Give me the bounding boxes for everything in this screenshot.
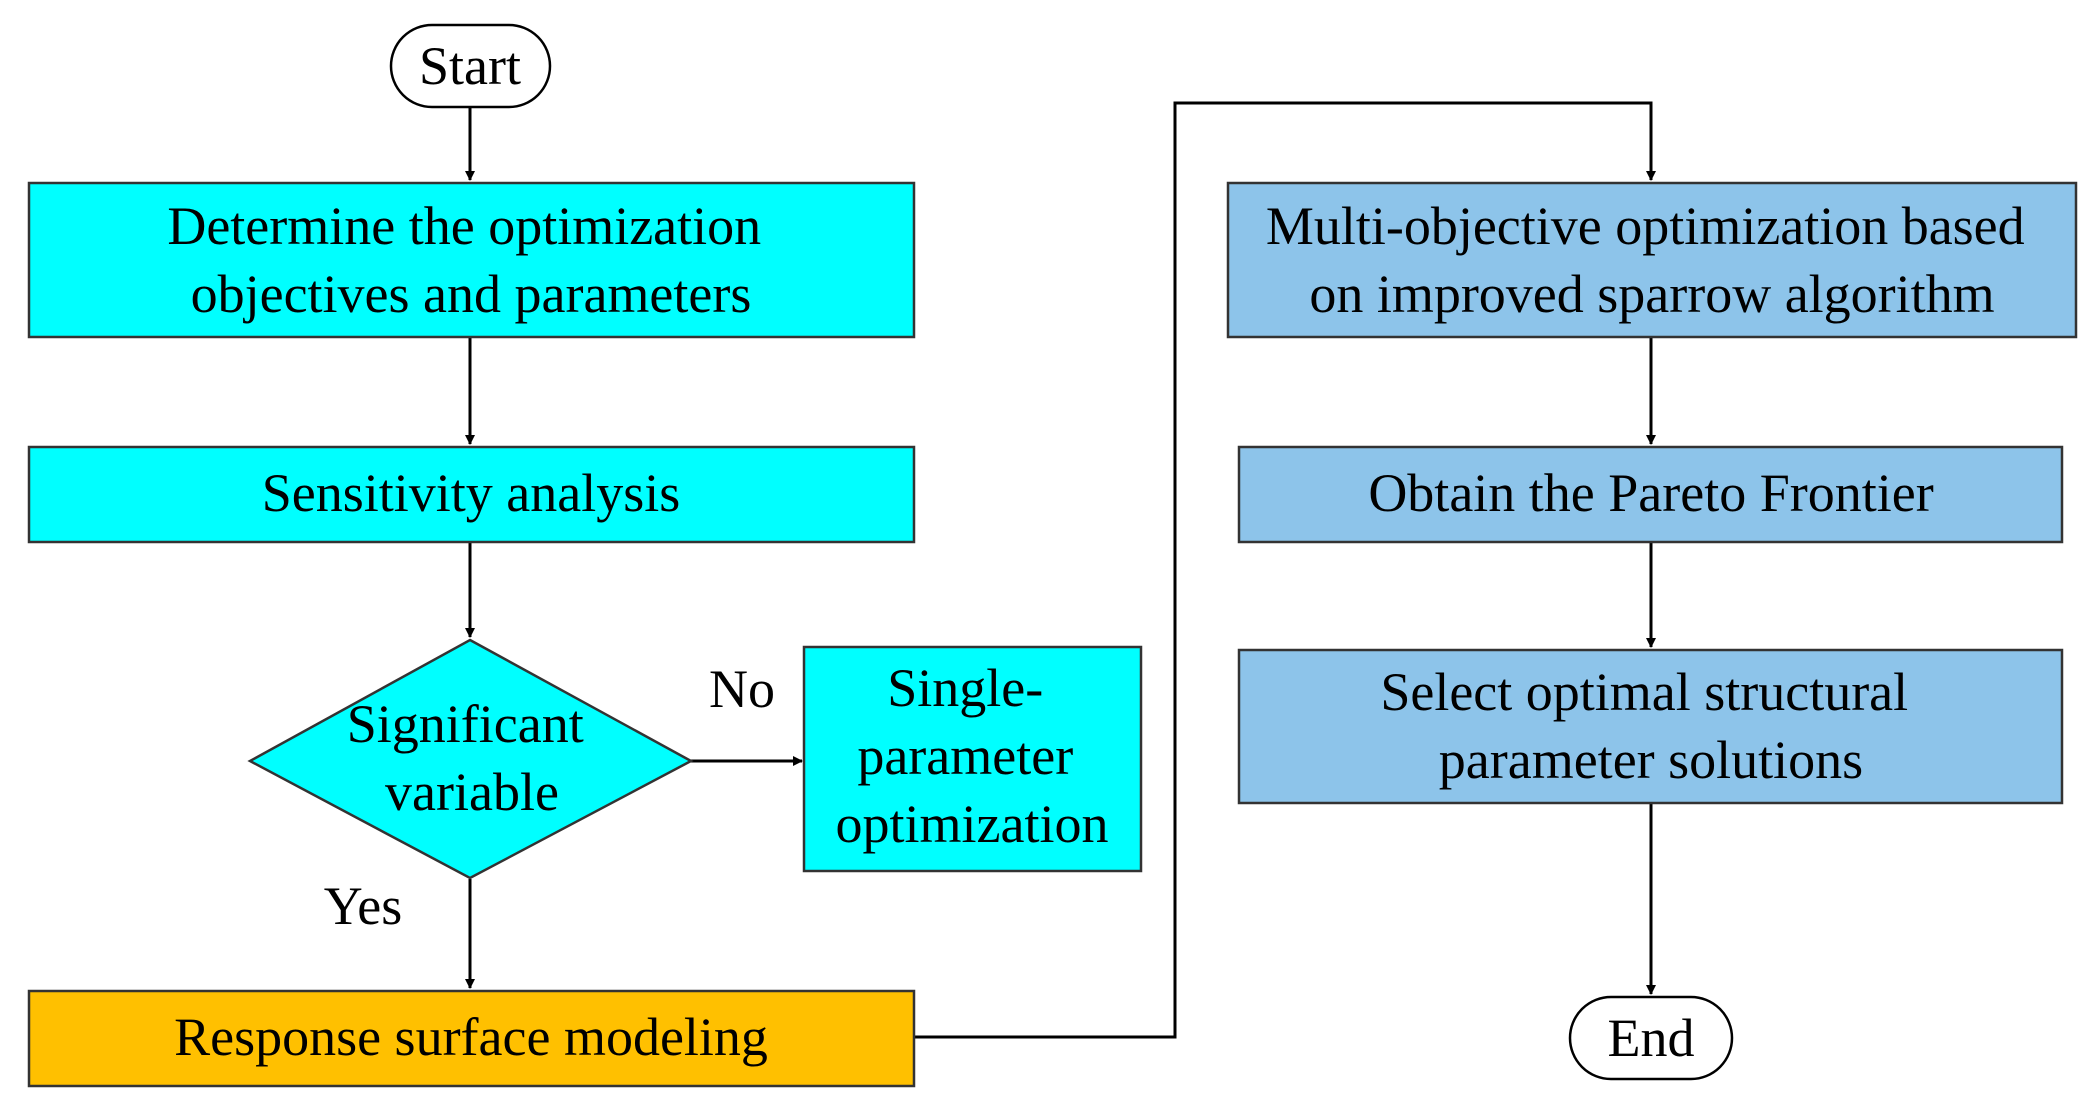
significant-variable-decision: Significant variable	[247, 638, 694, 880]
pareto-label: Obtain the Pareto Frontier	[1368, 463, 1933, 523]
multi-line-1: Multi-objective optimization based	[1266, 196, 2025, 256]
svg-text:Significant variable: Significant variable	[347, 694, 597, 822]
single-line-1: Single-	[887, 658, 1043, 718]
select-line-1: Select optimal structural	[1380, 662, 1908, 722]
yes-label: Yes	[324, 876, 403, 936]
edges	[465, 101, 1656, 1039]
single-line-3: optimization	[836, 794, 1109, 854]
no-label: No	[709, 659, 775, 719]
sensitivity-analysis-node: Sensitivity analysis	[27, 445, 916, 544]
single-parameter-node: Single- parameter optimization	[802, 645, 1143, 873]
response-surface-node: Response surface modeling	[27, 989, 916, 1088]
svg-text:Multi-objective optimization b: Multi-objective optimization based on im…	[1266, 196, 2038, 324]
multi-line-2: on improved sparrow algorithm	[1309, 264, 1994, 324]
multi-objective-node: Multi-objective optimization based on im…	[1226, 181, 2078, 339]
select-line-2: parameter solutions	[1439, 730, 1863, 790]
pareto-frontier-node: Obtain the Pareto Frontier	[1237, 445, 2064, 544]
single-line-2: parameter	[857, 726, 1073, 786]
sensitivity-label: Sensitivity analysis	[262, 463, 681, 523]
determine-line-2: objectives and parameters	[191, 264, 752, 324]
edge-response-to-multi	[913, 101, 1656, 1039]
start-node: Start	[389, 23, 552, 109]
select-solutions-node: Select optimal structural parameter solu…	[1237, 648, 2064, 805]
svg-text:End: End	[1608, 1008, 1695, 1068]
svg-text:Sensitivity analysis: Sensitivity analysis	[262, 463, 681, 523]
decision-line-1: Significant	[347, 694, 584, 754]
svg-text:Determine the optimization: Determine the optimization objectives an…	[167, 196, 774, 324]
svg-text:Start: Start	[419, 36, 521, 96]
end-label: End	[1608, 1008, 1695, 1068]
decision-line-2: variable	[385, 762, 559, 822]
svg-text:Single- parameter: Single- parameter optimization	[836, 658, 1109, 854]
svg-text:Select optimal structural: Select optimal structural parameter solu…	[1380, 662, 1921, 790]
end-node: End	[1568, 995, 1734, 1081]
determine-objectives-node: Determine the optimization objectives an…	[27, 181, 916, 339]
svg-text:Obtain the Pareto Frontier: Obtain the Pareto Frontier	[1368, 463, 1933, 523]
response-label: Response surface modeling	[174, 1007, 768, 1067]
start-label: Start	[419, 36, 521, 96]
svg-text:Response surface modeling: Response surface modeling	[174, 1007, 768, 1067]
determine-line-1: Determine the optimization	[167, 196, 761, 256]
